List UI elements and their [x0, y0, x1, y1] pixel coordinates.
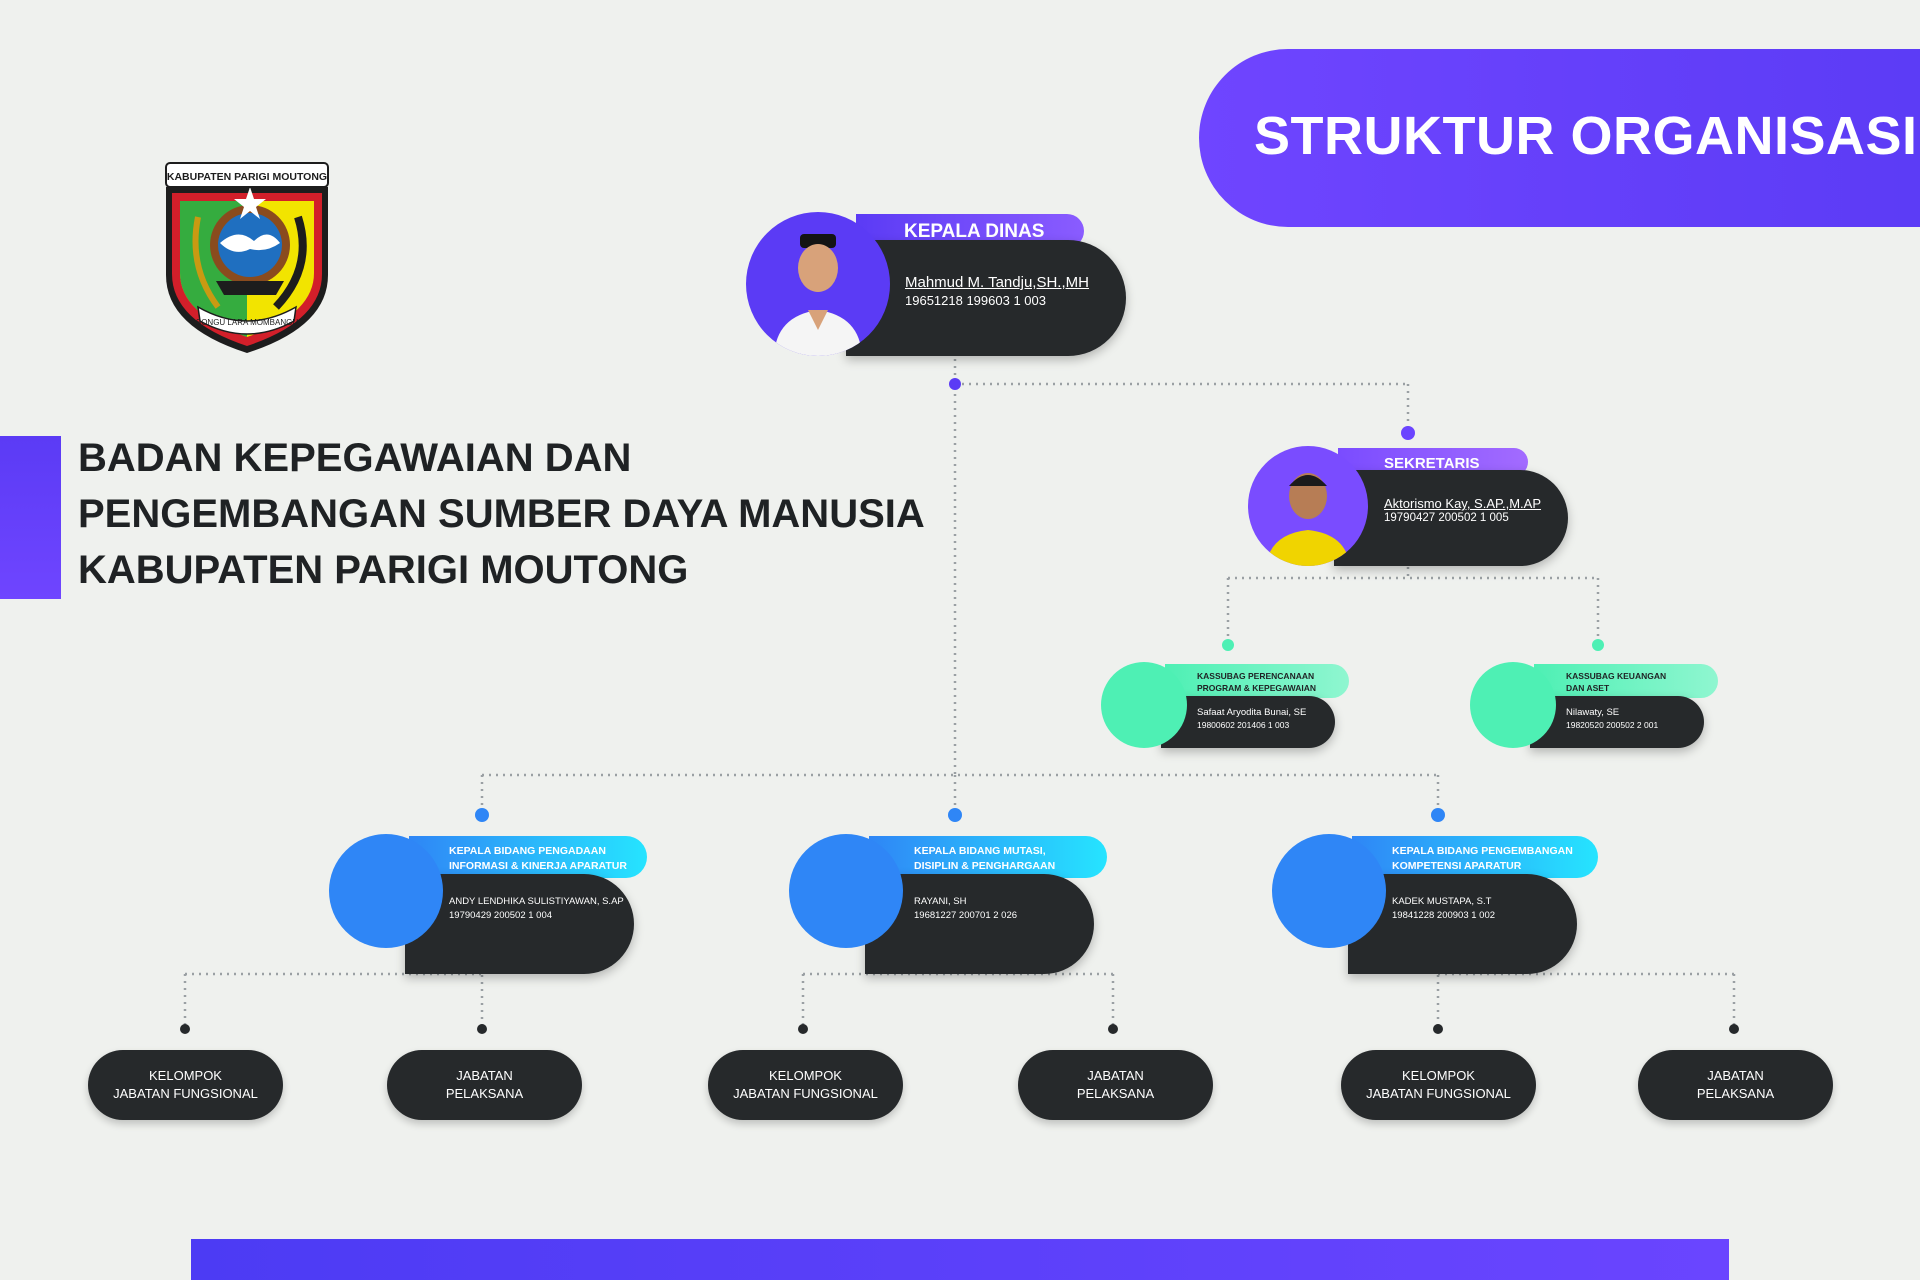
info-panel	[1530, 696, 1704, 748]
role-label-line1: KASSUBAG PERENCANAAN	[1197, 671, 1315, 681]
role-tag: KASSUBAG PERENCANAAN PROGRAM & KEPEGAWAI…	[1165, 664, 1349, 698]
node-bidang-pengembangan: KEPALA BIDANG PENGEMBANGAN KOMPETENSI AP…	[1272, 834, 1602, 974]
info-panel	[1348, 874, 1577, 974]
page-title: STRUKTUR ORGANISASI	[1254, 106, 1918, 166]
role-tag: KEPALA BIDANG MUTASI, DISIPLIN & PENGHAR…	[869, 836, 1107, 878]
role-tag: KEPALA BIDANG PENGEMBANGAN KOMPETENSI AP…	[1352, 836, 1598, 878]
leaf-label-line2: JABATAN FUNGSIONAL	[1366, 1086, 1511, 1101]
info-panel	[846, 240, 1126, 356]
avatar-placeholder	[329, 834, 443, 948]
person-nip: 19790429 200502 1 004	[449, 910, 553, 921]
leaf-kelompok-jabatan-fungsional: KELOMPOK JABATAN FUNGSIONAL	[88, 1050, 283, 1120]
leaf-jabatan-pelaksana: JABATAN PELAKSANA	[1018, 1050, 1213, 1120]
person-name: KADEK MUSTAPA, S.T	[1392, 896, 1492, 907]
role-label: KEPALA DINAS	[904, 221, 1045, 242]
role-label-line1: KEPALA BIDANG MUTASI,	[914, 845, 1046, 857]
role-tag: KASSUBAG KEUANGAN DAN ASET	[1534, 664, 1718, 698]
leaf-label-line1: JABATAN	[1707, 1068, 1764, 1083]
organization-name-line3: KABUPATEN PARIGI MOUTONG	[78, 548, 689, 592]
avatar-placeholder	[1101, 662, 1187, 748]
person-nip: 19820520 200502 2 001	[1566, 720, 1659, 730]
person-nip: 19651218 199603 1 003	[905, 293, 1046, 308]
person-nip: 19841228 200903 1 002	[1392, 910, 1496, 921]
person-nip: 19790427 200502 1 005	[1384, 512, 1509, 524]
logo-top-text: KABUPATEN PARIGI MOUTONG	[167, 171, 327, 183]
leaf-label-line1: JABATAN	[456, 1068, 513, 1083]
role-label-line2: INFORMASI & KINERJA APARATUR	[449, 860, 627, 872]
regency-logo: KABUPATEN PARIGI MOUTONG SONGU LARA MOMB…	[158, 157, 336, 355]
person-nip: 19800602 201406 1 003	[1197, 720, 1290, 730]
node-bidang-pengadaan: KEPALA BIDANG PENGADAAN INFORMASI & KINE…	[329, 834, 649, 974]
node-kepala-dinas: KEPALA DINAS Mahmud M. Tandju,SH.,MH 196…	[746, 212, 1126, 356]
person-nip: 19681227 200701 2 026	[914, 910, 1018, 921]
avatar	[1248, 446, 1368, 566]
person-name: RAYANI, SH	[914, 896, 967, 907]
leaf-kelompok-jabatan-fungsional: KELOMPOK JABATAN FUNGSIONAL	[1341, 1050, 1536, 1120]
organization-name: BADAN KEPEGAWAIAN DAN PENGEMBANGAN SUMBE…	[78, 430, 925, 598]
leaf-jabatan-pelaksana: JABATAN PELAKSANA	[387, 1050, 582, 1120]
role-label-line2: DAN ASET	[1566, 683, 1610, 693]
node-kassubag-keuangan: KASSUBAG KEUANGAN DAN ASET Nilawaty, SE …	[1470, 662, 1720, 748]
accent-bar-left	[0, 436, 61, 599]
avatar-placeholder	[789, 834, 903, 948]
avatar	[746, 212, 890, 356]
title-banner: STRUKTUR ORGANISASI	[1199, 49, 1920, 227]
person-name: Safaat Aryodita Bunai, SE	[1197, 707, 1307, 718]
leaf-label-line2: PELAKSANA	[1696, 1086, 1775, 1101]
leaf-label-line1: KELOMPOK	[769, 1068, 842, 1083]
role-label-line2: PROGRAM & KEPEGAWAIAN	[1197, 683, 1317, 693]
footer-accent-bar	[191, 1239, 1729, 1280]
info-panel	[1334, 470, 1568, 566]
role-label: SEKRETARIS	[1384, 455, 1480, 472]
leaf-kelompok-jabatan-fungsional: KELOMPOK JABATAN FUNGSIONAL	[708, 1050, 903, 1120]
person-name: Aktorismo Kay, S.AP.,M.AP	[1384, 496, 1542, 511]
person-name: Mahmud M. Tandju,SH.,MH	[905, 274, 1089, 291]
organization-name-line2: PENGEMBANGAN SUMBER DAYA MANUSIA	[78, 492, 925, 536]
leaf-label-line2: PELAKSANA	[445, 1086, 524, 1101]
info-panel	[1161, 696, 1335, 748]
role-label-line1: KEPALA BIDANG PENGADAAN	[449, 845, 606, 857]
logo-ribbon-text: SONGU LARA MOMBANGU	[196, 318, 298, 327]
leaf-jabatan-pelaksana: JABATAN PELAKSANA	[1638, 1050, 1833, 1120]
avatar-placeholder	[1272, 834, 1386, 948]
info-panel	[405, 874, 634, 974]
node-kassubag-perencanaan: KASSUBAG PERENCANAAN PROGRAM & KEPEGAWAI…	[1101, 662, 1351, 748]
role-label-line2: KOMPETENSI APARATUR	[1392, 860, 1522, 872]
role-tag: KEPALA BIDANG PENGADAAN INFORMASI & KINE…	[409, 836, 647, 878]
node-bidang-mutasi: KEPALA BIDANG MUTASI, DISIPLIN & PENGHAR…	[789, 834, 1109, 974]
leaf-label-line2: PELAKSANA	[1076, 1086, 1155, 1101]
node-sekretaris: SEKRETARIS Aktorismo Kay, S.AP.,M.AP 197…	[1248, 446, 1568, 566]
leaf-label-line1: KELOMPOK	[149, 1068, 222, 1083]
leaf-label-line1: KELOMPOK	[1402, 1068, 1475, 1083]
avatar-placeholder	[1470, 662, 1556, 748]
leaf-label-line2: JABATAN FUNGSIONAL	[113, 1086, 258, 1101]
leaf-label-line2: JABATAN FUNGSIONAL	[733, 1086, 878, 1101]
person-name: Nilawaty, SE	[1566, 707, 1620, 718]
organization-name-line1: BADAN KEPEGAWAIAN DAN	[78, 436, 632, 480]
person-name: ANDY LENDHIKA SULISTIYAWAN, S.AP	[449, 896, 624, 907]
role-label-line1: KEPALA BIDANG PENGEMBANGAN	[1392, 845, 1573, 857]
leaf-label-line1: JABATAN	[1087, 1068, 1144, 1083]
info-panel	[865, 874, 1094, 974]
role-label-line2: DISIPLIN & PENGHARGAAN	[914, 860, 1056, 872]
role-label-line1: KASSUBAG KEUANGAN	[1566, 671, 1667, 681]
